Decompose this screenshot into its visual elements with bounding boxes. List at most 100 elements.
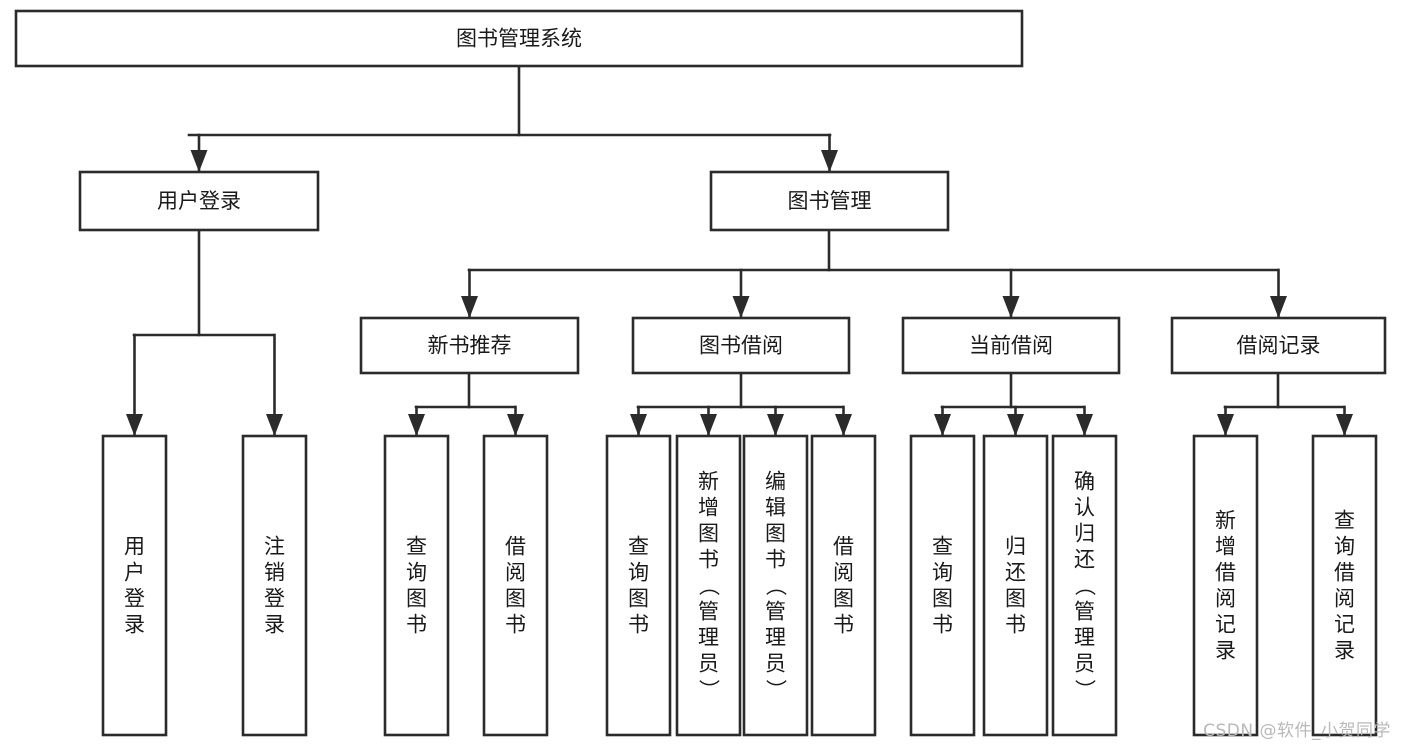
- node-label-char: （: [1073, 575, 1097, 596]
- node-label-char: 询: [1334, 535, 1355, 559]
- node-label-char: 阅: [1215, 587, 1236, 611]
- node-box: [709, 170, 950, 232]
- node-label-char: 理: [1074, 626, 1095, 650]
- node-label-char: 书: [505, 613, 526, 637]
- node-label-char: 新: [698, 470, 719, 494]
- node-label-char: 录: [264, 613, 285, 637]
- node-box: [1192, 434, 1259, 737]
- node-layer: 图书管理系统用户登录图书管理新书推荐图书借阅当前借阅借阅记录用户登录注销登录查询…: [14, 9, 1387, 737]
- node-leaf-user-login[interactable]: 用户登录: [101, 434, 168, 737]
- node-box: [14, 9, 1024, 68]
- node-label-char: 登: [124, 587, 145, 611]
- node-label-char: 借: [1334, 561, 1355, 585]
- node-label-char: 还: [1074, 548, 1095, 572]
- node-l2-user-login[interactable]: 用户登录: [78, 170, 320, 232]
- node-label-char: 图: [1005, 587, 1026, 611]
- node-label-char: 注: [264, 535, 285, 559]
- node-label-char: 书: [765, 548, 786, 572]
- node-label-char: 图: [406, 587, 427, 611]
- node-l3-new-book[interactable]: 新书推荐: [359, 316, 580, 375]
- node-label-char: 图: [932, 587, 953, 611]
- node-label-char: ）: [697, 679, 721, 700]
- node-label-char: 书: [1005, 613, 1026, 637]
- node-root[interactable]: 图书管理系统: [14, 9, 1024, 68]
- node-label-char: 询: [628, 561, 649, 585]
- node-box: [1311, 434, 1378, 737]
- node-label-char: 记: [1334, 613, 1355, 637]
- node-label-char: 书: [833, 613, 854, 637]
- node-label-char: 还: [1005, 561, 1026, 585]
- node-label-char: 图: [765, 522, 786, 546]
- node-label-char: ）: [764, 679, 788, 700]
- node-label-char: 确: [1074, 470, 1095, 494]
- node-box: [1051, 434, 1118, 737]
- node-label: 用户登录: [157, 189, 241, 213]
- node-label-char: 查: [628, 535, 649, 559]
- node-box: [810, 434, 877, 737]
- node-label-char: 登: [264, 587, 285, 611]
- node-box: [359, 316, 580, 375]
- node-label-char: 户: [124, 561, 145, 585]
- node-box: [901, 316, 1121, 375]
- node-box: [1170, 316, 1387, 375]
- node-label-char: 阅: [833, 561, 854, 585]
- node-label-char: 用: [124, 535, 145, 559]
- node-label-char: 图: [628, 587, 649, 611]
- node-label-char: 阅: [505, 561, 526, 585]
- node-label-char: 询: [406, 561, 427, 585]
- node-label-char: 员: [1074, 652, 1095, 676]
- node-label-char: 管: [1074, 600, 1095, 624]
- node-label: 新书推荐: [428, 334, 512, 358]
- node-l2-book-manage[interactable]: 图书管理: [709, 170, 950, 232]
- node-label: 图书管理系统: [456, 27, 582, 51]
- node-label-char: 录: [1215, 639, 1236, 663]
- node-label-char: ）: [1073, 679, 1097, 700]
- node-label-char: 编: [765, 470, 786, 494]
- node-label-char: 归: [1005, 535, 1026, 559]
- node-box: [605, 434, 672, 737]
- node-box: [675, 434, 742, 737]
- node-label-char: 归: [1074, 522, 1095, 546]
- node-label-char: 阅: [1334, 587, 1355, 611]
- node-label-char: 理: [698, 626, 719, 650]
- node-label-char: 新: [1215, 509, 1236, 533]
- node-label-char: 查: [932, 535, 953, 559]
- node-box: [101, 434, 168, 737]
- node-l3-record[interactable]: 借阅记录: [1170, 316, 1387, 375]
- node-label-char: 查: [1334, 509, 1355, 533]
- node-box: [631, 316, 851, 375]
- edge-layer: [126, 64, 1353, 438]
- node-l3-borrow[interactable]: 图书借阅: [631, 316, 851, 375]
- node-label-char: 记: [1215, 613, 1236, 637]
- node-label-char: 借: [833, 535, 854, 559]
- node-label-char: 借: [1215, 561, 1236, 585]
- node-label-char: 录: [1334, 639, 1355, 663]
- node-label-char: 图: [833, 587, 854, 611]
- node-box: [742, 434, 809, 737]
- node-label: 图书借阅: [699, 334, 783, 358]
- node-label-char: 员: [698, 652, 719, 676]
- node-l3-current[interactable]: 当前借阅: [901, 316, 1121, 375]
- node-label-char: 询: [932, 561, 953, 585]
- node-label-char: 管: [698, 600, 719, 624]
- node-label-char: 管: [765, 600, 786, 624]
- node-box: [383, 434, 450, 737]
- node-label-char: 员: [765, 652, 786, 676]
- node-label: 图书管理: [788, 189, 872, 213]
- node-label-char: 书: [932, 613, 953, 637]
- node-label-char: 图: [698, 522, 719, 546]
